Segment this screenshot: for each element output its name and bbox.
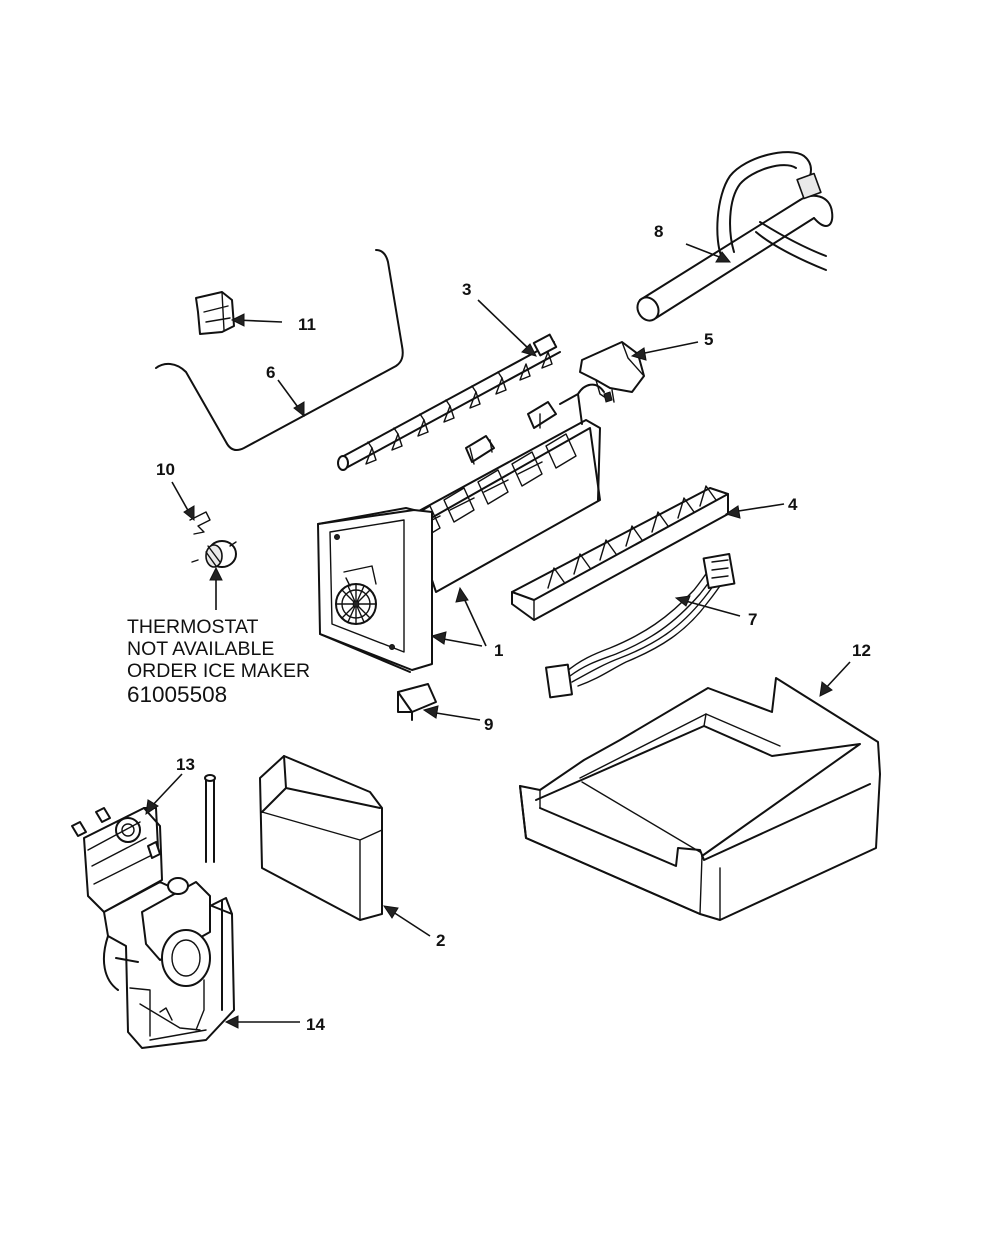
- callout-12: 12: [852, 641, 871, 660]
- callout-3: 3: [462, 280, 471, 299]
- ice-maker-part-1: [317, 383, 605, 673]
- note-line-3: ORDER ICE MAKER: [127, 660, 311, 682]
- callout-2: 2: [436, 931, 445, 950]
- ejector-part-3: [337, 333, 561, 471]
- ice-bin-part-12: [519, 677, 881, 921]
- callout-6: 6: [266, 363, 275, 382]
- wire-harness-part-7: [545, 552, 736, 699]
- callout-1: 1: [494, 641, 503, 660]
- thermostat: [191, 540, 237, 568]
- callout-7: 7: [748, 610, 757, 629]
- callout-4: 4: [788, 495, 798, 514]
- fill-tube-part-8: [636, 151, 834, 322]
- callout-8: 8: [654, 222, 663, 241]
- note-line-2: NOT AVAILABLE: [127, 638, 275, 660]
- arm-part-5: [579, 341, 645, 403]
- clip-part-11: [195, 291, 235, 335]
- valve-body-part-14: [102, 774, 235, 1049]
- front-cover-part-2: [259, 755, 383, 921]
- leader-lines: [145, 243, 851, 1029]
- bail-arm-part-6: [155, 249, 404, 451]
- callout-11: 11: [298, 315, 316, 334]
- bracket-part-9: [397, 683, 437, 721]
- note-line-1: THERMOSTAT: [127, 616, 259, 638]
- thermostat-note: THERMOSTAT NOT AVAILABLE ORDER ICE MAKER…: [127, 616, 310, 706]
- thermostat-clip-part-10: [189, 511, 211, 535]
- callout-5: 5: [704, 330, 713, 349]
- callout-9: 9: [484, 715, 493, 734]
- callout-10: 10: [156, 460, 175, 479]
- callout-14: 14: [306, 1015, 325, 1034]
- callout-13: 13: [176, 755, 195, 774]
- note-part-number: 61005508: [127, 682, 228, 707]
